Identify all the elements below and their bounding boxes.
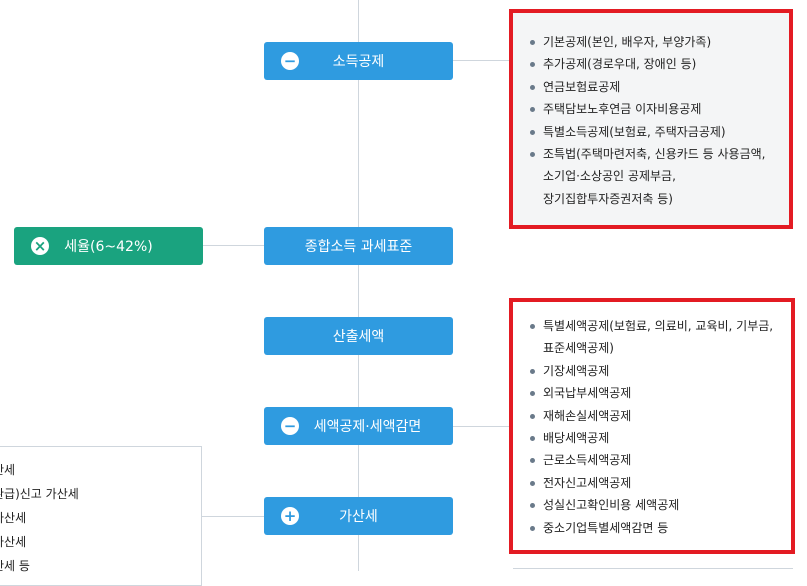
- income-deduction-label: 소득공제: [332, 54, 385, 70]
- list-item: 특별세액공제(보험료, 의료비, 교육비, 기부금,: [529, 315, 791, 337]
- list-item: 성실신고확인비용 세액공제: [529, 494, 791, 516]
- tax-credit-list: 특별세액공제(보험료, 의료비, 교육비, 기부금, 표준세액공제) 기장세액공…: [529, 315, 791, 539]
- calculated-tax-label: 산출세액: [332, 329, 385, 345]
- list-item: 가산세: [0, 511, 27, 525]
- income-deduction-panel: 기본공제(본인, 배우자, 부양가족) 추가공제(경로우대, 장애인 등) 연금…: [509, 9, 793, 229]
- list-item: 기본공제(본인, 배우자, 부양가족): [529, 31, 789, 53]
- list-item: 주택담보노후연금 이자비용공제: [529, 98, 789, 120]
- multiply-icon[interactable]: ×: [31, 237, 49, 255]
- additional-tax-panel: 산세 환급)신고 가산세 가산세 가산세 산세 등: [0, 446, 202, 586]
- plus-icon[interactable]: +: [281, 507, 299, 525]
- list-item: 기장세액공제: [529, 360, 791, 382]
- next-panel-edge: [513, 568, 793, 569]
- list-item: 근로소득세액공제: [529, 449, 791, 471]
- tax-credit-node[interactable]: − 세액공제·세액감면: [264, 407, 453, 445]
- income-deduction-node[interactable]: − 소득공제: [264, 42, 453, 80]
- tax-base-label: 종합소득 과세표준: [304, 239, 413, 255]
- list-item: 외국납부세액공제: [529, 382, 791, 404]
- tax-credit-label: 세액공제·세액감면: [313, 419, 422, 435]
- list-item: 환급)신고 가산세: [0, 487, 79, 501]
- connector-add-tax: [202, 516, 265, 517]
- list-item: 조특법(주택마련저축, 신용카드 등 사용금액,: [529, 143, 789, 165]
- connector-income-deduction: [452, 60, 512, 61]
- minus-icon[interactable]: −: [281, 52, 299, 70]
- list-item: 가산세: [0, 535, 27, 549]
- additional-tax-label: 가산세: [339, 509, 378, 525]
- vertical-spine: [358, 0, 359, 571]
- tax-credit-panel: 특별세액공제(보험료, 의료비, 교육비, 기부금, 표준세액공제) 기장세액공…: [509, 298, 795, 554]
- tax-rate-label: 세율(6~42%): [64, 239, 153, 255]
- list-item: 중소기업특별세액감면 등: [529, 517, 791, 539]
- list-item: 특별소득공제(보험료, 주택자금공제): [529, 121, 789, 143]
- calculated-tax-node[interactable]: 산출세액: [264, 317, 453, 355]
- list-item: 전자신고세액공제: [529, 472, 791, 494]
- list-item-continued: 소기업·소상공인 공제부금,: [543, 169, 676, 184]
- list-item: 산세 등: [0, 559, 30, 573]
- list-item-continued: 장기집합투자증권저축 등): [543, 191, 673, 206]
- list-item: 산세: [0, 463, 16, 477]
- list-item: 연금보험료공제: [529, 76, 789, 98]
- minus-icon[interactable]: −: [281, 417, 299, 435]
- list-item: 추가공제(경로우대, 장애인 등): [529, 53, 789, 75]
- additional-tax-node[interactable]: + 가산세: [264, 497, 453, 535]
- list-item-continued: 표준세액공제): [543, 341, 614, 356]
- tax-base-node[interactable]: 종합소득 과세표준: [264, 227, 453, 265]
- list-item: 재해손실세액공제: [529, 405, 791, 427]
- list-item: 배당세액공제: [529, 427, 791, 449]
- connector-tax-credit: [452, 426, 512, 427]
- income-deduction-list: 기본공제(본인, 배우자, 부양가족) 추가공제(경로우대, 장애인 등) 연금…: [529, 31, 789, 210]
- tax-rate-node[interactable]: × 세율(6~42%): [14, 227, 203, 265]
- connector-tax-rate: [203, 245, 265, 246]
